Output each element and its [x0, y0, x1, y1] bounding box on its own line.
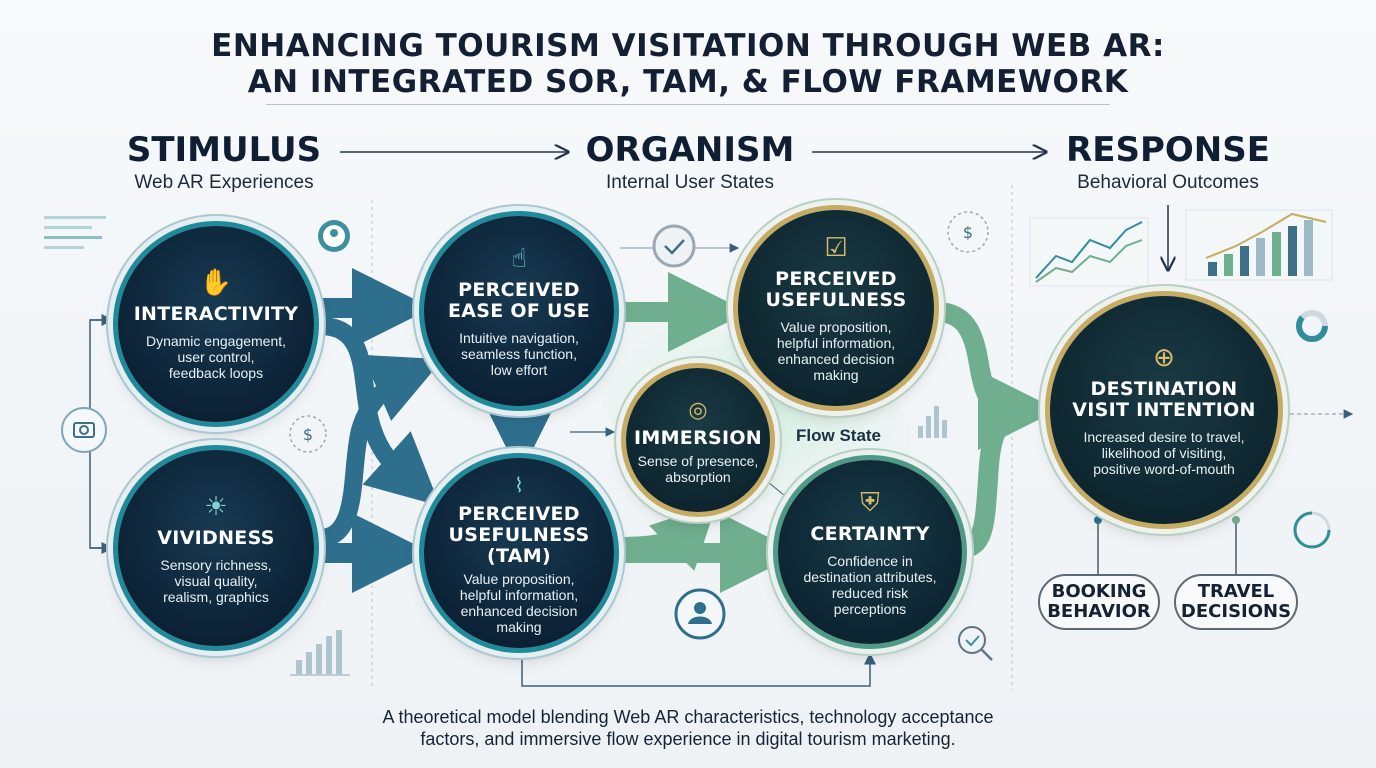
- mini-bar-chart-icon-2: [918, 406, 947, 438]
- title-line-1: ENHANCING TOURISM VISITATION THROUGH WEB…: [211, 28, 1165, 64]
- booking-behavior-pill: BOOKING BEHAVIOR: [1038, 574, 1160, 630]
- node-destination-visit-intention: ⊕ DESTINATION VISIT INTENTION Increased …: [1050, 296, 1278, 524]
- node-usefulness-desc: Value proposition, helpful information, …: [776, 319, 896, 383]
- svg-text:$: $: [963, 223, 973, 242]
- node-interactivity-title: INTERACTIVITY: [133, 302, 299, 325]
- node-vividness: ☀ VIVIDNESS Sensory richness, visual qua…: [118, 450, 314, 646]
- node-intention-desc: Increased desire to travel, likelihood o…: [1083, 429, 1245, 477]
- node-usefulness-title: PERCEIVED USEFULNESS: [765, 268, 907, 311]
- travel-decisions-pill: TRAVEL DECISIONS: [1174, 574, 1298, 630]
- node-certainty-desc: Confidence in destination attributes, re…: [803, 552, 937, 617]
- node-immersion: ◎ IMMERSION Sense of presence, absorptio…: [626, 368, 770, 512]
- progress-ring-icon: [1293, 511, 1331, 549]
- node-usefulness-tam-desc: Value proposition, helpful information, …: [459, 570, 579, 635]
- title-divider: [266, 104, 1110, 105]
- check-circle-icon: [652, 224, 696, 268]
- node-interactivity-desc: Dynamic engagement, user control, feedba…: [145, 332, 287, 381]
- mini-bar-chart-icon: [290, 630, 350, 676]
- node-intention-title: DESTINATION VISIT INTENTION: [1072, 378, 1256, 421]
- bottom-feedback-line: [521, 640, 876, 687]
- flow-state-label: Flow State: [796, 426, 882, 445]
- node-perceived-ease-of-use: ☝ PERCEIVED EASE OF USE Intuitive naviga…: [424, 216, 614, 406]
- donut-chart-icon: [1296, 310, 1328, 342]
- organism-heading: ORGANISM: [585, 130, 795, 170]
- svg-text:$: $: [303, 425, 313, 444]
- node-certainty-title: CERTAINTY: [810, 522, 930, 545]
- user-circle-icon: [318, 220, 350, 252]
- magnifier-check-icon: [958, 626, 993, 661]
- target-icon: ◎: [688, 396, 708, 422]
- dollar-target-icon-2: $: [947, 211, 989, 253]
- arrow-usefulness-immersion: [617, 503, 717, 571]
- checkbox-icon: ☑: [824, 232, 848, 262]
- hand-icon: ✋: [199, 266, 233, 297]
- decor-left-list: [44, 216, 106, 249]
- globe-icon: ⊕: [1153, 342, 1175, 372]
- pointer-icon: ☝: [511, 243, 527, 273]
- response-heading: RESPONSE: [1066, 130, 1270, 170]
- camera-circle-icon: [61, 407, 107, 453]
- stimulus-heading: STIMULUS: [126, 130, 322, 170]
- node-interactivity: ✋ INTERACTIVITY Dynamic engagement, user…: [118, 226, 314, 422]
- node-usefulness-tam-title: PERCEIVED USEFULNESS (TAM): [448, 502, 590, 567]
- arrow-perceived-to-intention: [935, 302, 1058, 450]
- node-certainty: ⛨ CERTAINTY Confidence in destination at…: [778, 460, 962, 644]
- arrow-vividness-ease: [318, 354, 443, 547]
- node-perceived-usefulness-tam: ⌇ PERCEIVED USEFULNESS (TAM) Value propo…: [424, 458, 614, 648]
- arrow-certainty-to-intention: [960, 402, 1029, 558]
- response-subheading: Behavioral Outcomes: [1077, 172, 1259, 193]
- caption-line-2: factors, and immersive flow experience i…: [420, 729, 956, 749]
- node-ease-title: PERCEIVED EASE OF USE: [447, 279, 591, 322]
- stimulus-subheading: Web AR Experiences: [134, 172, 314, 193]
- user-target-icon: [674, 588, 726, 640]
- node-immersion-desc: Sense of presence, absorption: [637, 452, 759, 485]
- sun-icon: ☀: [204, 490, 228, 521]
- dollar-target-icon: $: [289, 415, 327, 453]
- organism-subheading: Internal User States: [606, 172, 774, 193]
- node-ease-desc: Intuitive navigation, seamless function,…: [459, 330, 579, 378]
- chart-icon: ⌇: [514, 474, 524, 497]
- line-chart-icon: [1029, 217, 1149, 287]
- node-perceived-usefulness: ☑ PERCEIVED USEFULNESS Value proposition…: [738, 210, 934, 406]
- node-vividness-desc: Sensory richness, visual quality, realis…: [160, 556, 272, 605]
- node-immersion-title: IMMERSION: [634, 426, 762, 449]
- title-line-2: AN INTEGRATED SOR, TAM, & FLOW FRAMEWORK: [247, 64, 1129, 100]
- bar-trend-chart-icon: [1185, 209, 1333, 281]
- caption-line-1: A theoretical model blending Web AR char…: [382, 707, 994, 727]
- node-vividness-title: VIVIDNESS: [157, 526, 275, 549]
- shield-check-icon: ⛨: [860, 486, 880, 517]
- caption: A theoretical model blending Web AR char…: [288, 706, 1088, 750]
